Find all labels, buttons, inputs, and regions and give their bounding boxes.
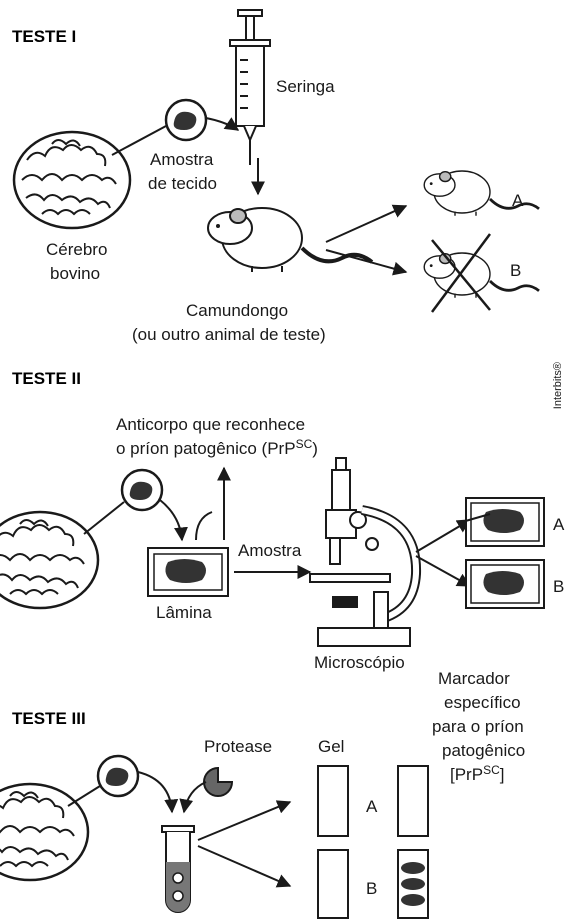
amostra-label: Amostra (150, 150, 214, 169)
teste1-result-b: B (510, 261, 521, 280)
cerebro-label-2: bovino (50, 264, 100, 283)
teste1-title: TESTE I (12, 27, 76, 46)
sample-to-syringe-arrow (205, 117, 240, 131)
teste2-result-a: A (553, 515, 565, 534)
tissue-sample-icon-2 (120, 468, 164, 512)
credit: Interbits® (552, 362, 564, 409)
test-tube-icon (161, 825, 195, 913)
mouse-sick-icon (422, 251, 541, 300)
syringe-icon (229, 9, 271, 165)
camundongo-label: Camundongo (186, 301, 288, 320)
lamina-label: Lâmina (156, 603, 212, 622)
gel-a-right (397, 765, 429, 837)
gel-b-right (397, 849, 429, 919)
cross-out-icon (430, 233, 492, 313)
brain-sample-line-3 (67, 785, 101, 807)
amostra-label-2: de tecido (148, 174, 217, 193)
teste3-result-a: A (366, 797, 378, 816)
cerebro-label: Cérebro (46, 240, 107, 259)
brain-sample-line (111, 125, 167, 156)
marcador-label-2: específico (444, 693, 521, 712)
slide-result-a-icon (465, 497, 545, 547)
marcador-label-4: patogênico (442, 741, 525, 760)
brain-icon (12, 130, 132, 230)
tissue-sample-icon-3 (96, 754, 140, 798)
anticorpo-label-2: o príon patogênico (PrPSC) (116, 437, 318, 458)
sample-to-slide-arrow (159, 499, 188, 542)
gel-a-left (317, 765, 349, 837)
protease-to-tube-arrow (179, 781, 207, 814)
gel-b-left (317, 849, 349, 919)
slide-icon (147, 547, 229, 597)
microscope-icon (309, 457, 422, 647)
teste2-title: TESTE II (12, 369, 81, 388)
tissue-sample-icon (164, 98, 208, 142)
antibody-arc (195, 511, 213, 541)
teste3-result-b: B (366, 879, 377, 898)
amostra-label-t2: Amostra (238, 541, 302, 560)
brain-icon-3 (0, 782, 90, 882)
camundongo-label-2: (ou outro animal de teste) (132, 325, 326, 344)
brain-sample-line-2 (83, 501, 125, 535)
teste2-result-b: B (553, 577, 564, 596)
arrow-to-gel-b (197, 845, 292, 888)
arrow-to-slide-a (415, 519, 472, 553)
brain-icon-2 (0, 510, 100, 610)
protease-icon (203, 766, 234, 797)
seringa-label: Seringa (276, 77, 335, 96)
mouse-icon (206, 206, 374, 274)
teste3-title: TESTE III (12, 709, 86, 728)
protease-label: Protease (204, 737, 272, 756)
sample-to-tube-arrow (137, 771, 179, 814)
marcador-label-3: para o príon (432, 717, 524, 736)
marker-line-a (461, 513, 491, 523)
teste1-result-a: A (512, 191, 524, 210)
marcador-label-1: Marcador (438, 669, 510, 688)
arrow-to-slide-b (415, 555, 472, 587)
arrow-to-result-a (325, 204, 408, 243)
marcador-label-5: [PrPSC] (450, 763, 504, 784)
microscopio-label: Microscópio (314, 653, 405, 672)
slide-result-b-icon (465, 559, 545, 609)
anticorpo-label: Anticorpo que reconhece (116, 415, 305, 434)
arrow-to-gel-a (197, 800, 292, 841)
gel-label: Gel (318, 737, 344, 756)
arrow-to-result-b (325, 249, 408, 276)
